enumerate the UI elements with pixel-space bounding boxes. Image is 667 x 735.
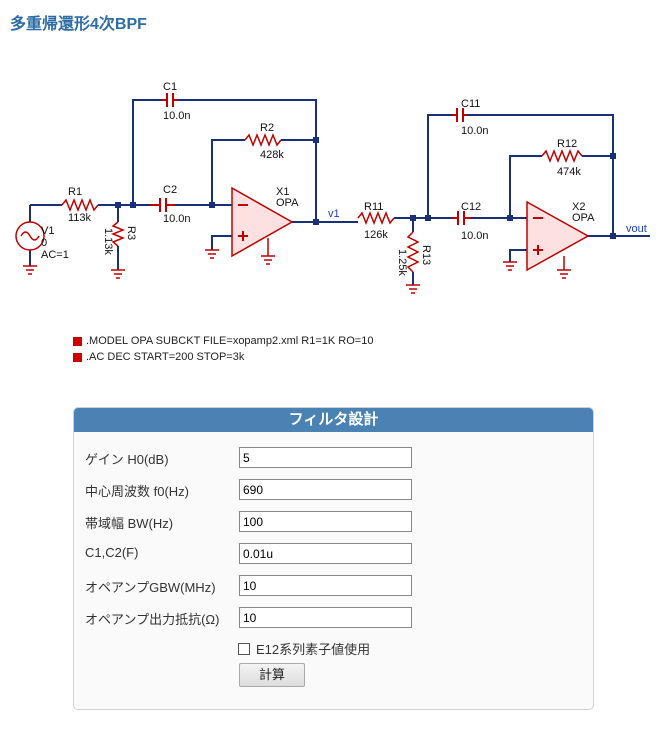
ground-symbols [23,249,571,294]
c12-value-label: 10.0n [461,230,489,242]
capacitor-c1 [162,93,178,107]
e12-series-label: E12系列素子値使用 [256,642,371,657]
c2-value-label: 10.0n [163,213,191,225]
directive-item[interactable]: .MODEL OPA SUBCKT FILE=xopamp2.xml R1=1K… [73,333,373,349]
calculate-button[interactable]: 計算 [239,663,305,687]
field-label-gain: ゲイン H0(dB) [85,452,169,467]
v1-dc-label: 0 [41,237,47,249]
directive-text: .MODEL OPA SUBCKT FILE=xopamp2.xml R1=1K… [86,335,374,347]
spice-directives: .MODEL OPA SUBCKT FILE=xopamp2.xml R1=1K… [73,333,373,365]
gain-input[interactable] [239,447,412,468]
r3-value-label: 1.13k [102,228,114,255]
v1-name-label: V1 [41,225,54,237]
net-v1-label: v1 [328,208,340,220]
r13-name-label: R13 [420,245,432,265]
r11-value-label: 126k [364,229,388,241]
r3-name-label: R3 [125,226,137,240]
r2-value-label: 428k [260,149,284,161]
opamp-x1 [231,186,294,258]
panel-title: フィルタ設計 [74,408,593,432]
c2-name-label: C2 [163,184,177,196]
x1-name-label: X1 [276,186,289,198]
capacitor-c2 [150,198,176,212]
resistor-r3 [110,221,126,247]
x1-model-label: OPA [276,197,299,209]
r13-value-label: 1.25k [396,249,408,276]
r12-value-label: 474k [557,166,581,178]
resistor-r11 [357,210,395,226]
c11-name-label: C11 [461,98,480,110]
opamp-output-resistance-input[interactable] [239,607,412,628]
voltage-source-v1 [15,221,45,251]
c12-name-label: C12 [461,201,481,213]
net-vout-label: vout [626,223,647,235]
c11-value-label: 10.0n [461,125,489,137]
r2-name-label: R2 [260,122,274,134]
r1-name-label: R1 [68,186,82,198]
x2-model-label: OPA [572,212,595,224]
capacitor-c11 [452,108,468,122]
resistor-r13 [406,231,420,273]
r11-name-label: R11 [364,201,383,213]
bandwidth-input[interactable] [239,511,412,532]
checkbox-box[interactable] [238,642,250,655]
r12-name-label: R12 [557,138,577,150]
capacitor-c12 [451,211,471,225]
directive-marker-icon [73,352,82,362]
capacitance-input[interactable] [239,543,412,564]
c1-value-label: 10.0n [163,110,191,122]
v1-ac-label: AC=1 [41,249,69,261]
field-label-opamp-gbw: オペアンプGBW(MHz) [85,580,216,595]
opamp-gbw-input[interactable] [239,575,412,596]
field-label-center-frequency: 中心周波数 f0(Hz) [85,484,190,499]
directive-text: .AC DEC START=200 STOP=3k [86,351,245,363]
resistor-r1 [61,197,99,213]
field-label-capacitance: C1,C2(F) [85,545,139,560]
opamp-x2 [526,200,590,272]
x2-name-label: X2 [572,201,585,213]
directive-item[interactable]: .AC DEC START=200 STOP=3k [73,349,373,365]
resistor-r2 [244,132,282,148]
filter-design-panel: フィルタ設計 ゲイン H0(dB) 中心周波数 f0(Hz) 帯域幅 BW(Hz… [73,407,594,710]
c1-name-label: C1 [163,81,177,93]
page-title: 多重帰還形4次BPF [10,16,147,33]
field-label-bandwidth: 帯域幅 BW(Hz) [85,516,174,531]
resistor-r12 [541,148,583,164]
r1-value-label: 113k [68,212,92,224]
schematic-diagram: V1 0 AC=1 [15,81,650,294]
e12-series-checkbox[interactable]: E12系列素子値使用 [238,639,370,658]
field-label-opamp-output-resistance: オペアンプ出力抵抗(Ω) [85,612,220,627]
center-frequency-input[interactable] [239,479,412,500]
directive-marker-icon [73,336,82,346]
